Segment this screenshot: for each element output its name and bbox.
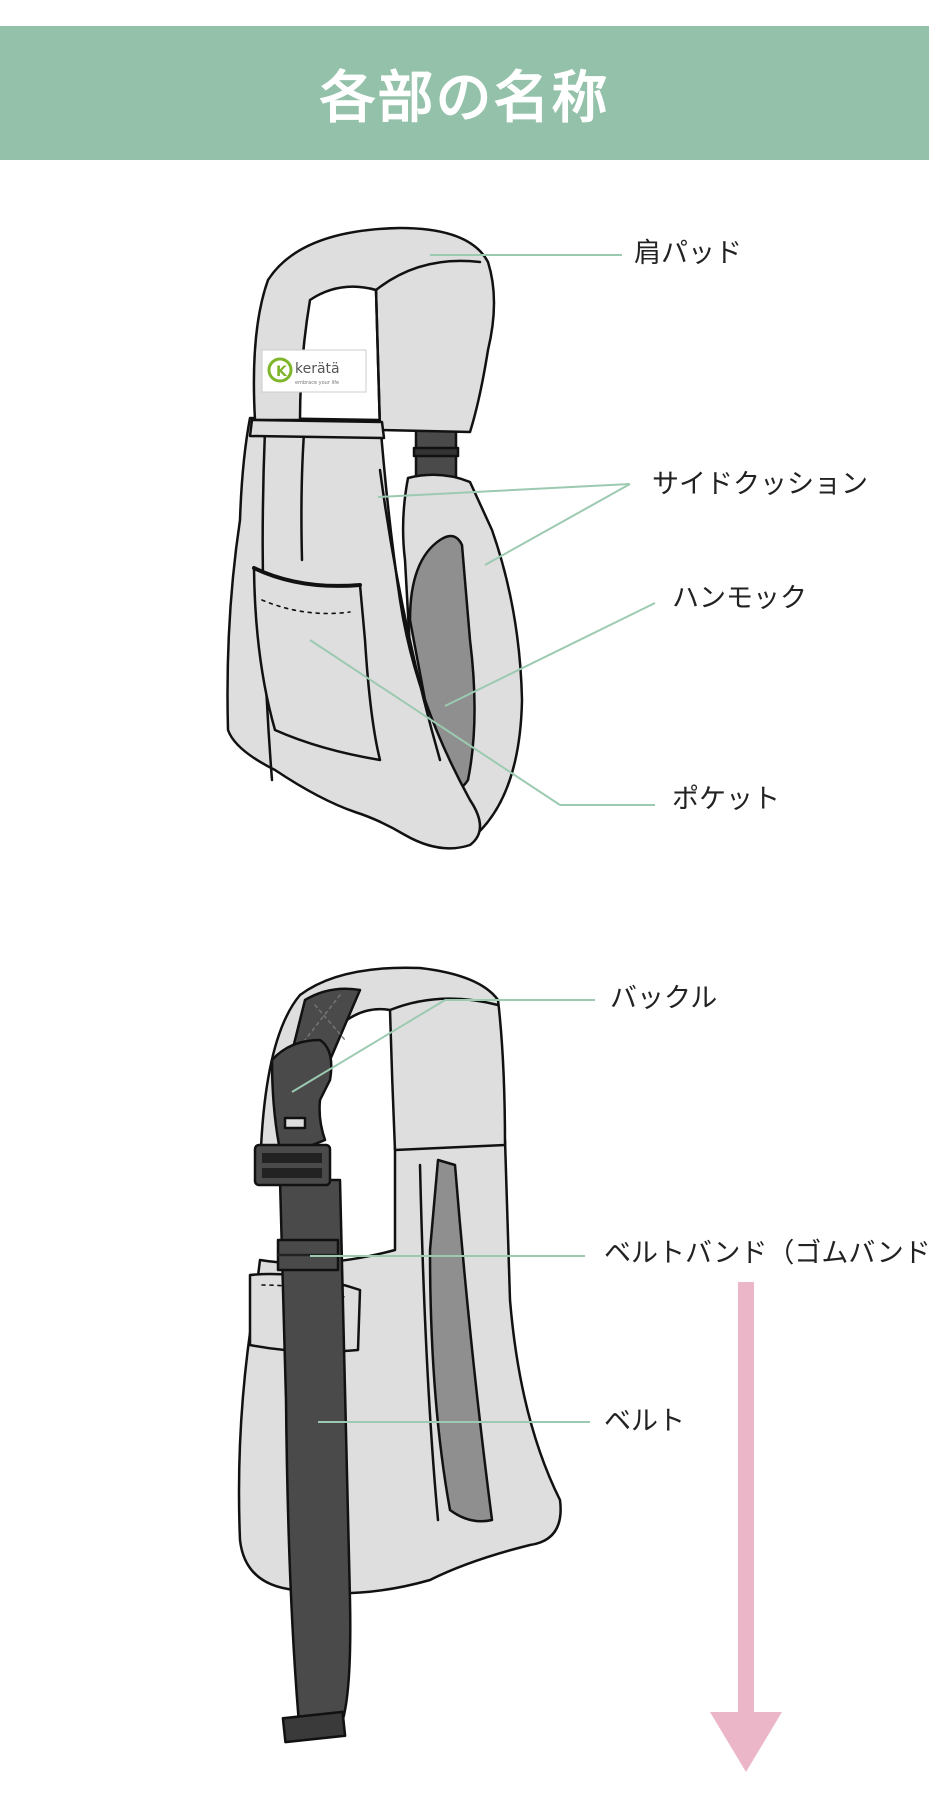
label-belt-band: ベルトバンド（ゴムバンド） [604, 1238, 929, 1269]
belt [278, 1178, 352, 1737]
logo-mark-icon [267, 357, 293, 383]
hammock [408, 534, 476, 792]
sling-back-illustration [237, 966, 562, 1744]
inner-hammock [428, 1158, 494, 1523]
label-belt: ベルト [604, 1406, 685, 1437]
leader-side-cushion-left [377, 483, 631, 498]
down-arrow-icon [710, 1282, 782, 1772]
label-shoulder-pad: 肩パッド [634, 238, 742, 269]
bottom-leader-lines [291, 999, 595, 1423]
label-side-cushion: サイドクッション [652, 469, 868, 500]
top-leader-lines [309, 254, 656, 806]
leader-hammock [444, 602, 656, 707]
svg-text:K: K [276, 364, 288, 380]
label-pocket: ポケット [672, 784, 780, 815]
label-hammock: ハンモック [672, 583, 807, 614]
leader-buckle [291, 999, 446, 1093]
shoulder-pad [252, 226, 496, 434]
logo-text: kerätä [295, 361, 340, 377]
logo-tagline: embrace your life [295, 380, 339, 386]
buckle [253, 1038, 333, 1187]
header-banner: 各部の名称 [0, 26, 929, 160]
sling-front-illustration [226, 226, 524, 850]
label-buckle: バックル [610, 983, 718, 1014]
leader-pocket [309, 639, 561, 806]
page-title: 各部の名称 [319, 65, 610, 131]
brand-logo: K kerätä embrace your life [261, 349, 367, 393]
leader-side-cushion-right [484, 483, 631, 566]
